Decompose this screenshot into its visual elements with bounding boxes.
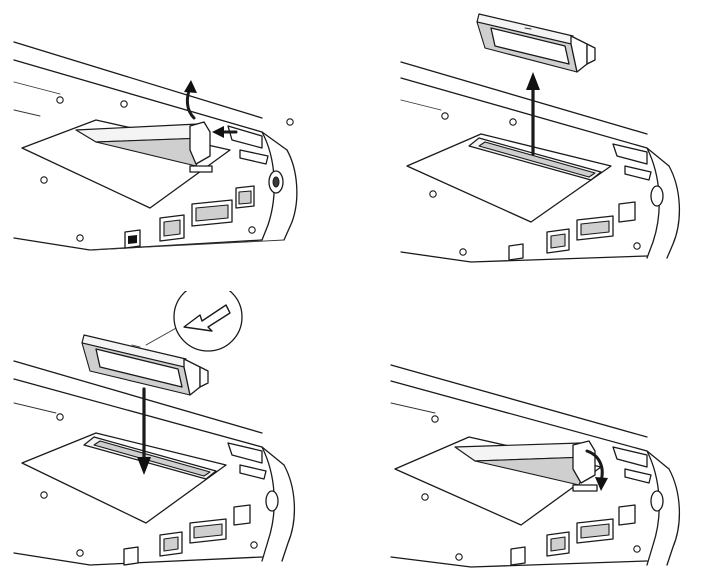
lifted-cover	[75, 121, 213, 173]
step-1-illustration	[13, 41, 298, 251]
arrow-mark-callout	[145, 291, 243, 352]
step-2-illustration	[400, 13, 681, 263]
push-arrow	[212, 126, 238, 138]
laptop-base	[400, 61, 681, 263]
insert-cover	[81, 334, 209, 396]
screw-holes	[40, 413, 258, 557]
screw-holes	[421, 415, 641, 561]
screw-holes	[429, 112, 641, 256]
side-ports	[124, 170, 284, 249]
empty-bay-slot	[468, 137, 602, 181]
curved-up-arrow	[184, 80, 197, 120]
step-3-illustration	[13, 291, 296, 566]
side-ports	[510, 490, 664, 566]
step-2-panel	[351, 0, 701, 291]
up-arrow	[526, 72, 540, 156]
removed-cover	[476, 13, 596, 73]
bay-cover-plate	[21, 432, 227, 524]
closing-cover	[454, 440, 598, 492]
side-ports	[123, 490, 279, 566]
step-1-panel	[0, 0, 350, 291]
side-ports	[508, 185, 664, 261]
screw-holes	[40, 96, 294, 242]
laptop-base	[13, 360, 296, 566]
step-3-panel	[0, 291, 350, 582]
step-4-panel	[351, 291, 701, 582]
laptop-base	[390, 364, 681, 568]
curved-down-arrow	[585, 449, 608, 491]
bay-cover-plate	[406, 133, 612, 223]
step-4-illustration	[390, 364, 681, 568]
down-arrow	[137, 387, 151, 475]
